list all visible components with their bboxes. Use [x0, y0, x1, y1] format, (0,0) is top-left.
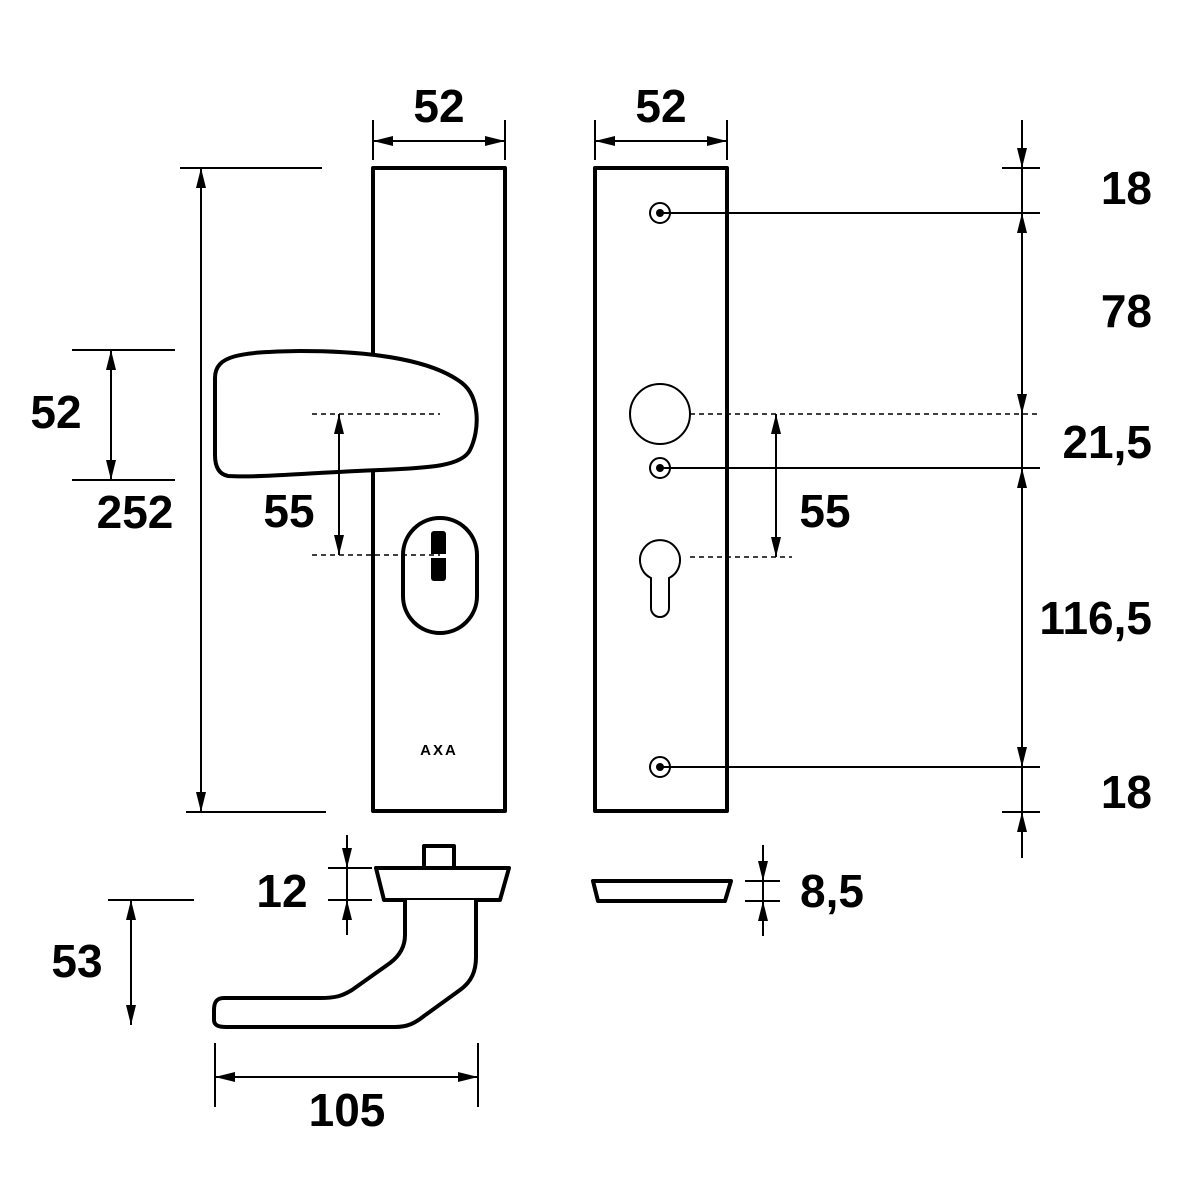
- front-plate: [371, 166, 507, 813]
- bottom-margin-label: 18: [1101, 766, 1152, 818]
- upper-spacing-label: 78: [1101, 285, 1152, 337]
- side-views: [212, 844, 733, 1029]
- front-width-label: 52: [413, 80, 464, 132]
- back-plate-side: [591, 879, 733, 903]
- front-plate-view: AXA: [213, 166, 507, 813]
- knob: [213, 349, 479, 479]
- knob-rose-side: [374, 866, 511, 902]
- plate-thickness-label: 8,5: [800, 865, 864, 917]
- back-center-distance-label: 55: [799, 485, 850, 537]
- lower-spacing-label: 116,5: [1039, 592, 1152, 644]
- dimension-labels: 52 52 52 252 55 55 18 78 21,5 116,5 18 1…: [30, 80, 1152, 1136]
- top-margin-label: 18: [1101, 162, 1152, 214]
- back-plate: [593, 166, 729, 813]
- axa-logo: AXA: [420, 742, 458, 759]
- knob-projection-label: 12: [256, 865, 307, 917]
- back-plate-view: [593, 166, 1040, 813]
- handle-length-label: 105: [309, 1084, 386, 1136]
- dimension-lines: [72, 120, 1040, 1107]
- total-height-label: 252: [97, 486, 174, 538]
- back-width-label: 52: [635, 80, 686, 132]
- knob-spindle: [422, 844, 456, 870]
- keyhole: [639, 539, 681, 618]
- knob-height-label: 52: [30, 386, 81, 438]
- lever-handle-side: [212, 900, 478, 1029]
- front-center-distance-label: 55: [263, 485, 314, 537]
- handle-height-label: 53: [51, 935, 102, 987]
- knob-offset-label: 21,5: [1062, 416, 1152, 468]
